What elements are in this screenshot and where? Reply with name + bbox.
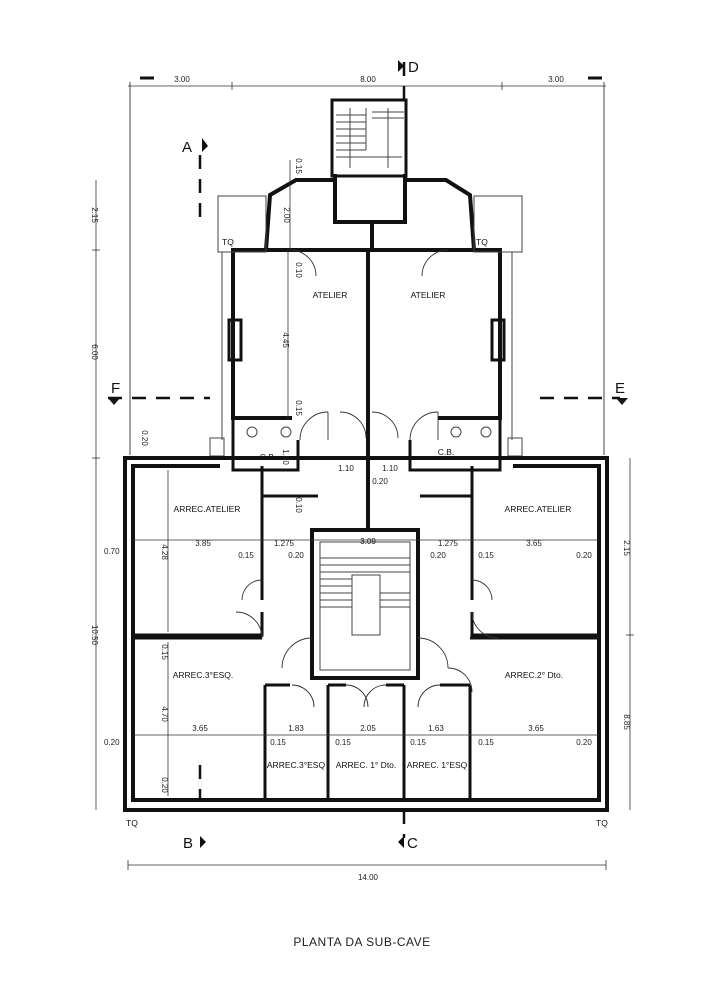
hall-doors: [289, 249, 449, 441]
room-label-small-1dto: ARREC. 1° Dto.: [336, 760, 397, 770]
dim-stair-015: 0.15: [294, 158, 303, 174]
dim-arrec-365r: 3.65: [526, 539, 542, 548]
section-f-label: F: [111, 380, 120, 397]
dim-cb-020: 0.20: [140, 430, 149, 446]
tq-marker: TQ: [476, 237, 488, 247]
dim-arrec-1275b: 1.275: [438, 539, 459, 548]
section-lines: [108, 62, 620, 838]
dim-top-mid: 8.00: [360, 75, 376, 84]
dim-arrec-015a: 0.15: [238, 551, 254, 560]
dim-low-015b: 0.15: [335, 738, 351, 747]
dim-hall-110b: 1.10: [382, 464, 398, 473]
section-a-arrow: [202, 138, 208, 152]
dim-stair-200: 2.00: [282, 207, 291, 223]
lower-block: [123, 456, 609, 812]
dim-hall-020: 0.20: [372, 477, 388, 486]
room-label-arrec-atelier-left: ARREC.ATELIER: [174, 504, 241, 514]
dim-arrec-428: 4.28: [160, 544, 169, 560]
dim-low-015: 0.15: [160, 644, 169, 660]
dim-atelier-015: 0.15: [294, 400, 303, 416]
dim-low-163: 1.63: [428, 724, 444, 733]
dim-right-215: 2.15: [622, 540, 631, 556]
dim-arrec-020r: 0.20: [576, 551, 592, 560]
room-label-small-1esq: ARREC. 1°ESQ: [407, 760, 468, 770]
dim-left-070: 0.70: [104, 547, 120, 556]
dim-arrec-020b: 0.20: [430, 551, 446, 560]
section-a-label: A: [182, 139, 192, 156]
section-e-arrow: [616, 398, 628, 405]
tq-marker: TQ: [222, 237, 234, 247]
dim-low-015a: 0.15: [270, 738, 286, 747]
dim-left-600: 6.00: [90, 344, 99, 360]
dim-cb-100: 1.00: [281, 449, 290, 465]
dim-atelier-445: 4.45: [281, 332, 290, 348]
room-label-arrec-3esq: ARREC.3°ESQ.: [173, 670, 234, 680]
dim-left-020: 0.20: [104, 738, 120, 747]
plan-title: PLANTA DA SUB-CAVE: [293, 935, 431, 949]
section-d-label: D: [408, 59, 419, 76]
tq-marker: TQ: [126, 818, 138, 828]
upper-stair: [330, 98, 408, 178]
room-label-atelier-right: ATELIER: [411, 290, 446, 300]
dim-arrec-385: 3.85: [195, 539, 211, 548]
atelier-block: [217, 160, 523, 532]
dim-right-885: 8.85: [622, 714, 631, 730]
section-f-arrow: [108, 398, 120, 405]
room-label-atelier-left: ATELIER: [313, 290, 348, 300]
dim-low-183: 1.83: [288, 724, 304, 733]
dim-low-365l: 3.65: [192, 724, 208, 733]
top-dimensions: [128, 82, 606, 90]
room-label-small-3esq: ARREC.3°ESQ: [267, 760, 326, 770]
tq-marker: TQ: [596, 818, 608, 828]
section-d-arrow: [398, 60, 404, 72]
dim-top-left: 3.00: [174, 75, 190, 84]
dim-cb-010: 0.10: [294, 497, 303, 513]
dim-arrec-020a: 0.20: [288, 551, 304, 560]
side-dimensions: [92, 180, 634, 870]
section-b-arrow: [200, 836, 206, 848]
room-label-cb-left: C.B.: [260, 452, 277, 462]
dim-low-015c: 0.15: [410, 738, 426, 747]
room-label-arrec-atelier-right: ARREC.ATELIER: [505, 504, 572, 514]
dim-top-right: 3.00: [548, 75, 564, 84]
section-e-label: E: [615, 380, 625, 397]
dim-low-015d: 0.15: [478, 738, 494, 747]
dim-low-470: 4.70: [160, 706, 169, 722]
dim-hall-110a: 1.10: [338, 464, 354, 473]
section-c-label: C: [407, 835, 418, 852]
dim-arrec-1275a: 1.275: [274, 539, 295, 548]
dim-low-020r: 0.20: [576, 738, 592, 747]
dim-stair-010: 0.10: [294, 262, 303, 278]
dim-left-215: 2.15: [90, 207, 99, 223]
room-label-arrec-2dto: ARREC.2° Dto.: [505, 670, 563, 680]
site-boundary: [129, 76, 605, 455]
dim-left-1050: 10.50: [90, 625, 99, 646]
room-label-cb-right: C.B.: [438, 447, 455, 457]
dim-bottom-total: 14.00: [358, 873, 379, 882]
section-b-label: B: [183, 835, 193, 852]
dim-low-365r: 3.65: [528, 724, 544, 733]
dim-stair-309: 3.09: [360, 537, 376, 546]
dim-low-020: 0.20: [160, 777, 169, 793]
section-c-arrow: [398, 836, 404, 848]
dim-arrec-015b: 0.15: [478, 551, 494, 560]
dim-low-205: 2.05: [360, 724, 376, 733]
